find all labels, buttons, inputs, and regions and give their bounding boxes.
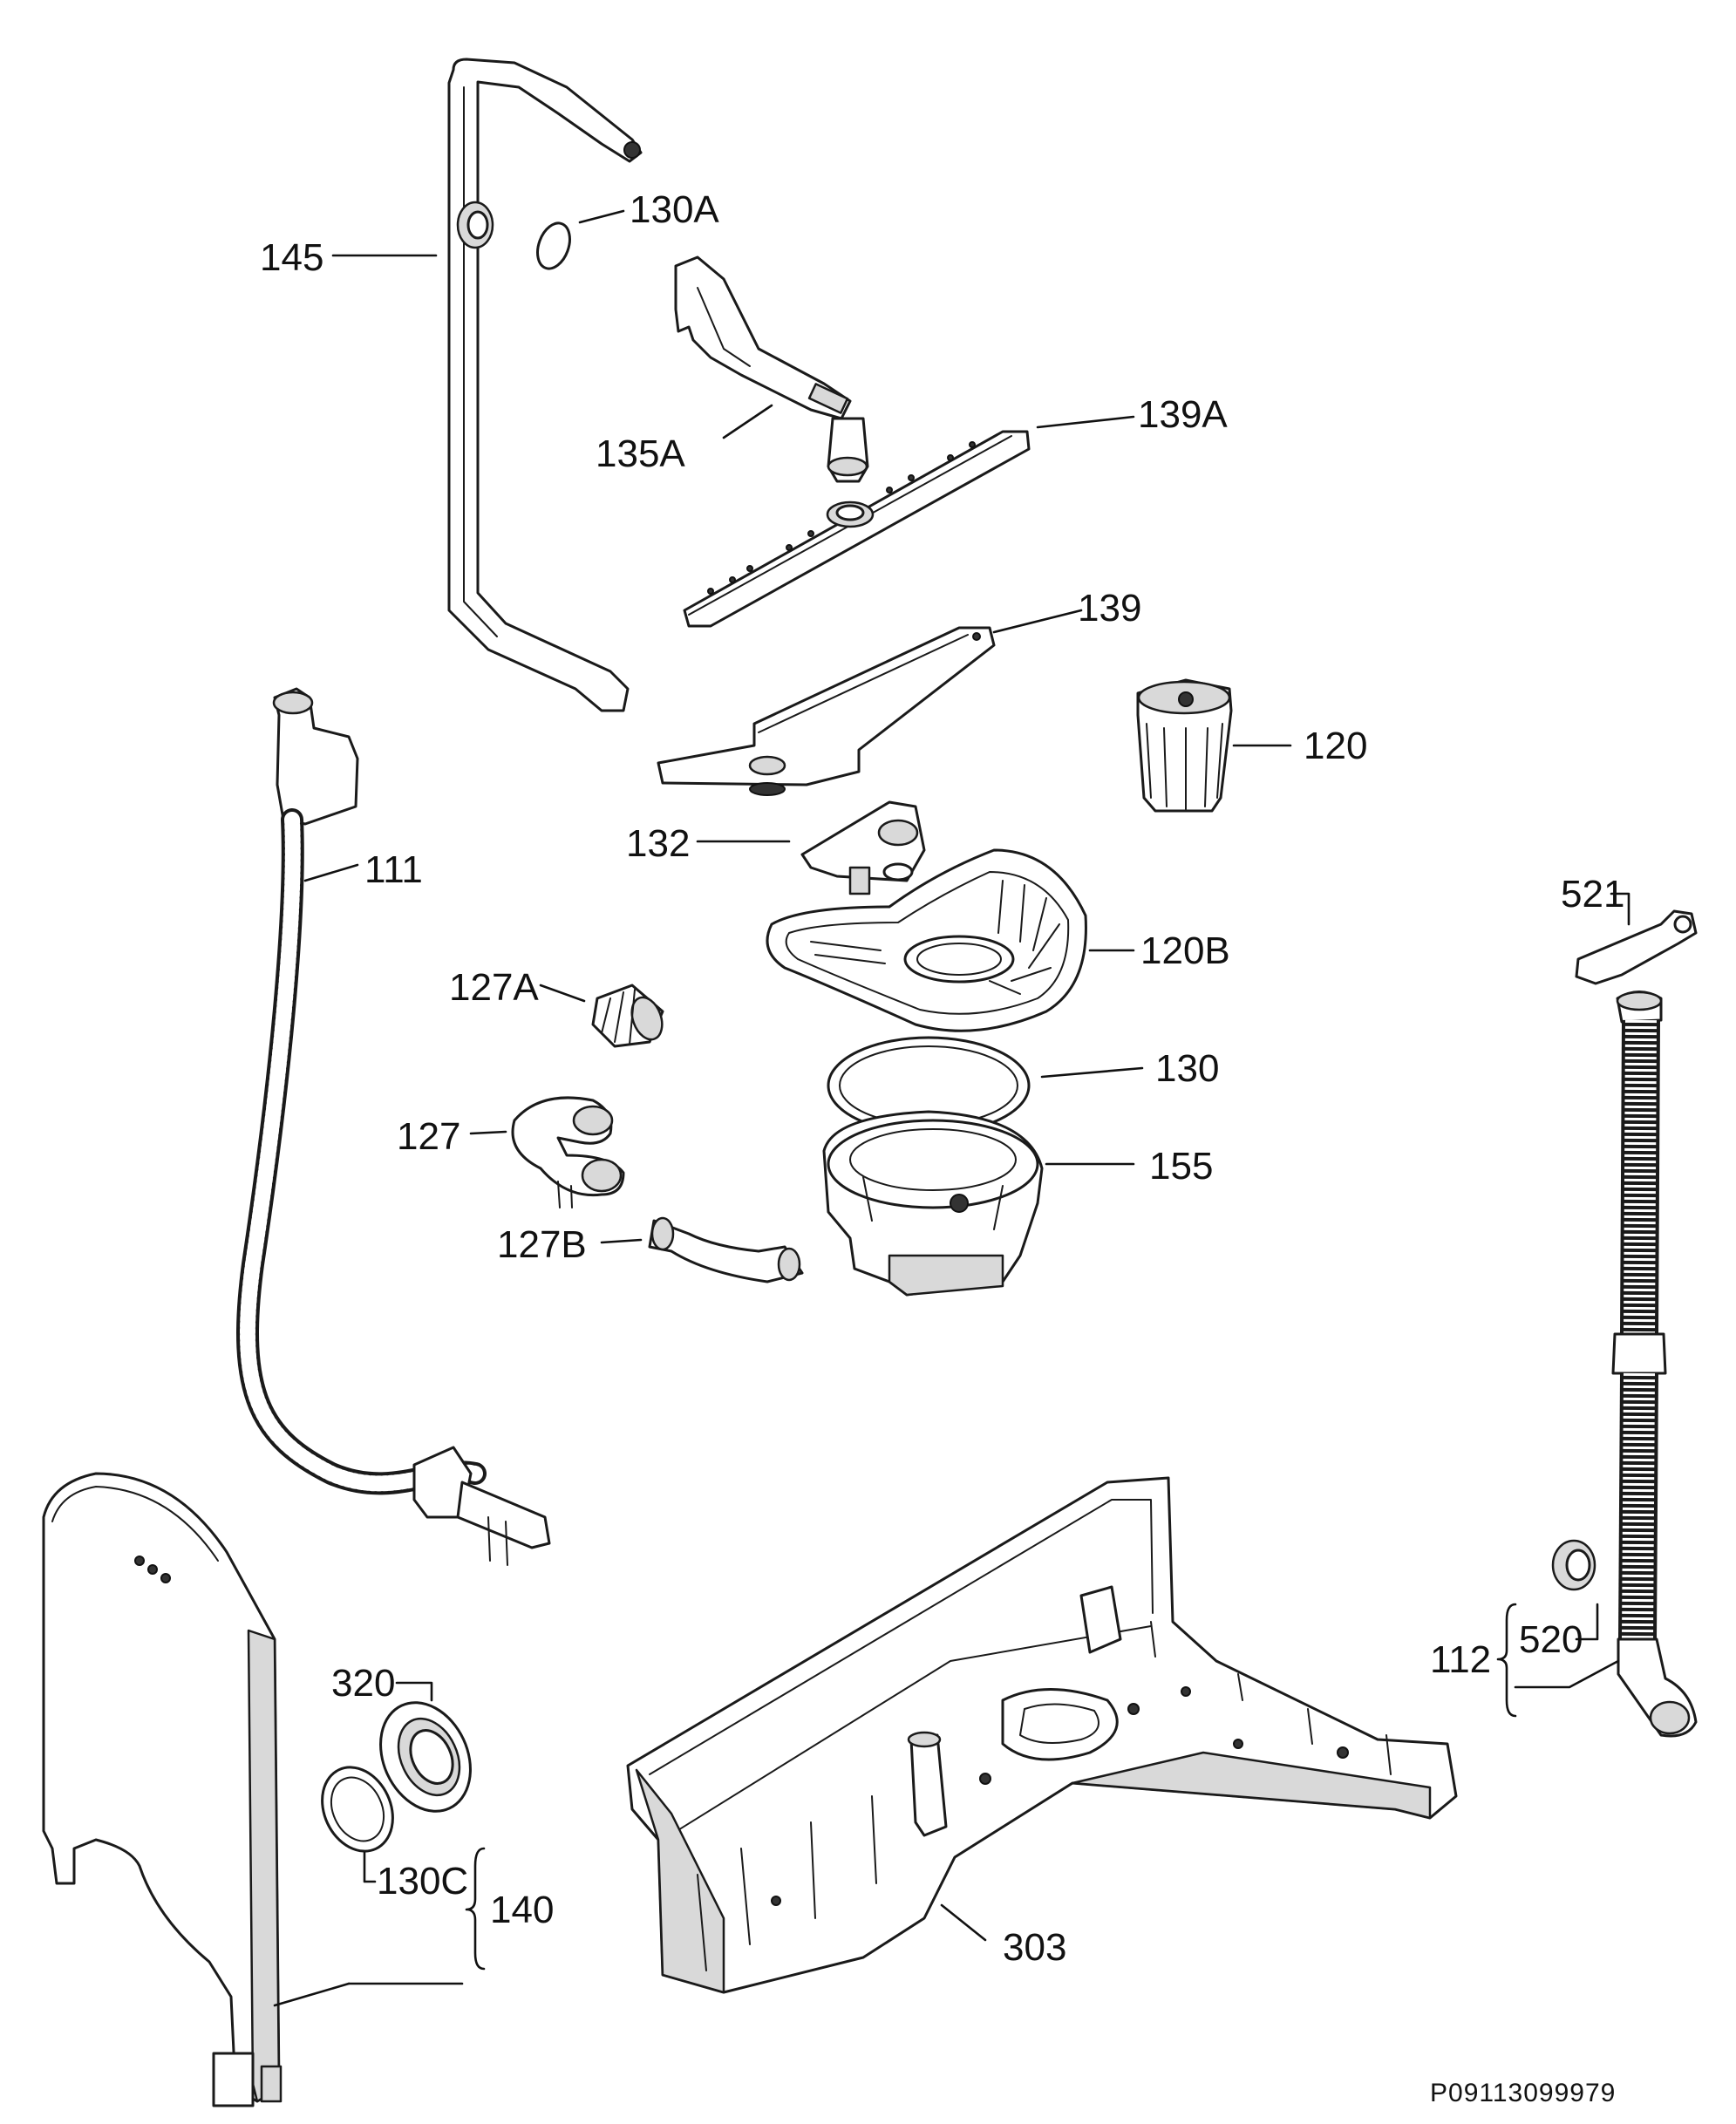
part-127-elbow	[511, 1096, 625, 1208]
label-130: 130	[1155, 1047, 1219, 1090]
label-127b: 127B	[497, 1223, 587, 1266]
label-140: 140	[490, 1889, 554, 1931]
part-320-gasket	[379, 1701, 472, 1813]
leader-lines	[273, 209, 1630, 2007]
part-130c-o-ring	[321, 1766, 394, 1853]
part-130a-o-ring	[536, 221, 571, 270]
part-127b-small-hose	[648, 1216, 804, 1283]
part-112-drain-hose	[1611, 991, 1698, 1738]
label-111: 111	[364, 848, 423, 891]
part-139-lower-spray-arm	[657, 626, 996, 796]
part-120-filter	[1136, 678, 1233, 813]
label-135a: 135A	[596, 432, 685, 475]
drawing-code: P09113099979	[1430, 2079, 1616, 2107]
label-112: 112	[1430, 1638, 1491, 1681]
part-139a-upper-spray-arm	[683, 430, 1031, 628]
part-135a-bracket	[674, 255, 869, 483]
label-130c: 130C	[377, 1860, 468, 1903]
label-155: 155	[1149, 1145, 1213, 1188]
label-139a: 139A	[1138, 393, 1228, 436]
label-139: 139	[1078, 587, 1141, 630]
part-132-sensor	[800, 800, 926, 895]
label-120b: 120B	[1140, 929, 1230, 972]
part-520-grommet	[1551, 1539, 1596, 1591]
part-155-sump	[822, 1110, 1044, 1297]
part-111-inlet-hose	[236, 687, 551, 1566]
label-521: 521	[1561, 873, 1624, 916]
label-520: 520	[1519, 1618, 1583, 1661]
label-303: 303	[1003, 1926, 1066, 1969]
part-labels: 145 130A 135A 139A 139 120 111 132 521 1…	[260, 188, 1624, 2107]
part-120b-fine-filter	[766, 848, 1087, 1032]
label-127a: 127A	[449, 966, 539, 1009]
label-120: 120	[1304, 725, 1367, 767]
part-521-key	[1575, 909, 1698, 985]
label-130a: 130A	[630, 188, 719, 231]
part-303-base-tray	[626, 1476, 1458, 1994]
label-127: 127	[397, 1115, 460, 1158]
part-127a-connector	[591, 984, 664, 1048]
label-320: 320	[331, 1662, 395, 1705]
label-132: 132	[626, 822, 690, 865]
part-145-supply-pipe	[447, 58, 643, 712]
label-145: 145	[260, 236, 323, 279]
part-140-panel	[42, 1472, 283, 2107]
